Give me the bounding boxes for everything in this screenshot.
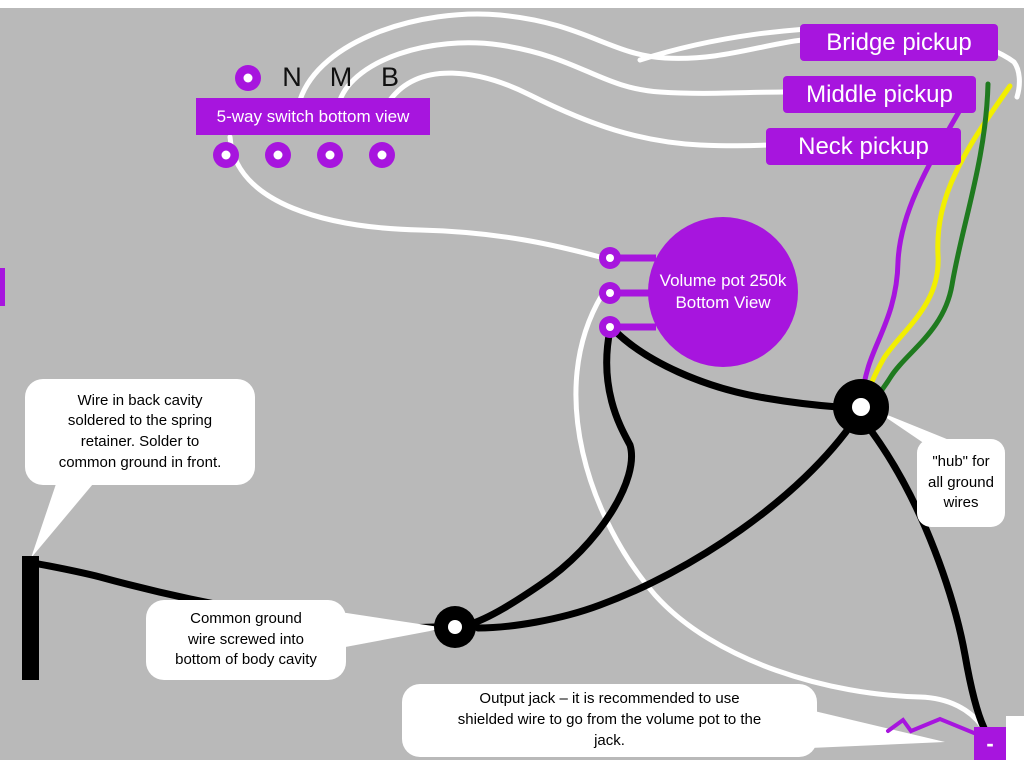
bottom-right-border: [1006, 716, 1024, 768]
switch-lug-top-center: [243, 73, 253, 83]
volume-pot: Volume pot 250k Bottom View: [648, 217, 798, 367]
volume-pot-label-line1: Volume pot 250k: [659, 270, 787, 290]
volume-pot-label-line2: Bottom View: [675, 293, 771, 312]
wire-black-hub-sweep: [474, 414, 860, 632]
spring-retainer: [22, 556, 39, 680]
wire-white-pot-to-jack: [573, 292, 985, 729]
callout-hub-line1: "hub" for: [932, 452, 990, 470]
top-border: [0, 0, 1024, 8]
five-way-switch: 5-way switch bottom view: [196, 98, 430, 135]
pot-lug-2-center: [606, 289, 614, 297]
pot-lug-1-center: [606, 254, 614, 262]
callout-hub: "hub" for all ground wires: [917, 439, 1005, 527]
pot-lug-3-center: [606, 323, 614, 331]
callout-common-ground-line2: wire screwed into: [188, 630, 304, 648]
callout-back-cavity-line3: retainer. Solder to: [80, 433, 200, 450]
switch-lug-b2-center: [273, 150, 283, 160]
wire-white-neck: [387, 70, 771, 149]
switch-label: 5-way switch bottom view: [216, 106, 410, 126]
callout-hub-line3: wires: [943, 494, 979, 512]
bottom-border: [0, 760, 1024, 768]
callout-tail-back-cavity: [31, 478, 98, 558]
jack-ground-link: [886, 716, 976, 735]
callout-tail-common-ground: [340, 612, 446, 648]
bridge-pickup-label: Bridge pickup: [800, 24, 998, 61]
switch-lug-b3-center: [325, 150, 335, 160]
callout-tail-output-jack: [810, 710, 945, 748]
wire-purple-signal: [859, 107, 963, 400]
wire-white-bridge: [297, 11, 805, 103]
callout-output-jack-line2: shielded wire to go from the volume pot …: [457, 711, 762, 729]
left-edge-mark: [0, 268, 5, 306]
switch-lug-b1-center: [221, 150, 231, 160]
terminal-letter-m: M: [329, 62, 353, 92]
neck-pickup-label: Neck pickup: [766, 128, 961, 165]
callout-back-cavity: Wire in back cavity soldered to the spri…: [25, 379, 255, 485]
output-jack-minus: -: [974, 727, 1006, 760]
callout-output-jack: Output jack – it is recommended to use s…: [402, 684, 817, 757]
terminal-letter-b: B: [380, 62, 399, 92]
wire-black-pot-to-hub: [608, 324, 842, 411]
callout-back-cavity-line1: Wire in back cavity: [77, 391, 203, 409]
middle-pickup-label: Middle pickup: [783, 76, 976, 113]
callout-output-jack-line3: jack.: [594, 731, 625, 749]
callout-tail-hub: [875, 410, 964, 446]
callout-common-ground: Common ground wire screwed into bottom o…: [146, 600, 346, 680]
callout-back-cavity-line2: soldered to the spring: [67, 412, 213, 430]
wire-black-hub-to-jack: [868, 428, 988, 732]
callout-hub-line2: all ground: [928, 473, 994, 491]
wire-white-middle: [337, 40, 789, 103]
callout-back-cavity-line4: common ground in front.: [58, 453, 222, 471]
callout-common-ground-line3: bottom of body cavity: [175, 651, 317, 669]
callout-output-jack-line1: Output jack – it is recommended to use: [479, 690, 740, 708]
wire-yellow: [865, 83, 1013, 397]
ground-hub-2-center: [448, 620, 462, 634]
ground-hub-center: [852, 398, 870, 416]
wire-black-pot-down: [464, 326, 635, 629]
wire-green: [874, 81, 991, 401]
callout-common-ground-line1: Common ground: [190, 609, 302, 627]
wire-white-switch-to-pot: [227, 134, 603, 260]
terminal-letter-n: N: [282, 62, 302, 92]
switch-lug-b4-center: [377, 150, 387, 160]
